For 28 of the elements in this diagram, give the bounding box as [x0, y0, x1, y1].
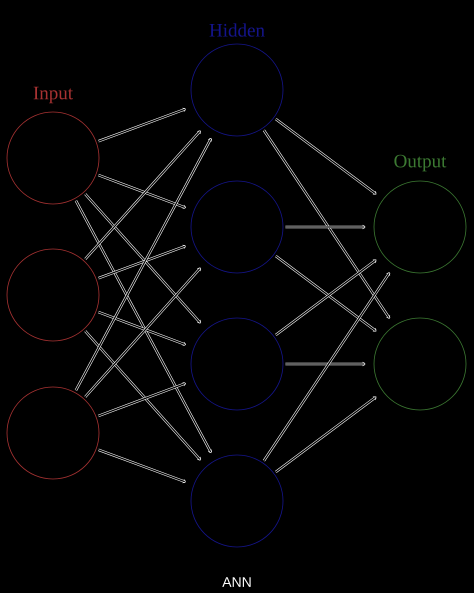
neuron-circle	[374, 318, 466, 410]
neuron-circle	[6, 112, 100, 204]
arrow	[84, 330, 202, 461]
arrow	[98, 382, 186, 418]
arrow	[74, 200, 212, 454]
arrow	[84, 267, 202, 398]
arrow	[285, 224, 366, 230]
arrow	[98, 448, 186, 484]
arrow	[74, 138, 212, 391]
arrow	[98, 244, 186, 280]
arrow	[285, 362, 366, 366]
arrow	[262, 130, 390, 319]
arrow	[275, 396, 377, 473]
arrow	[98, 174, 186, 210]
caption: ANN	[222, 577, 251, 587]
neuron-circle	[190, 44, 284, 136]
neuron-circle	[6, 248, 100, 342]
neuron-circle	[374, 180, 466, 274]
arrow	[84, 193, 202, 324]
neuron-circle	[190, 180, 284, 274]
arrow	[98, 108, 186, 142]
neuron-circle	[190, 318, 284, 410]
arrow	[84, 130, 202, 260]
arrow	[275, 118, 377, 195]
arrow	[262, 272, 390, 462]
arrow	[98, 310, 186, 346]
neuron-circle	[6, 386, 100, 480]
neuron-circle	[190, 454, 284, 548]
